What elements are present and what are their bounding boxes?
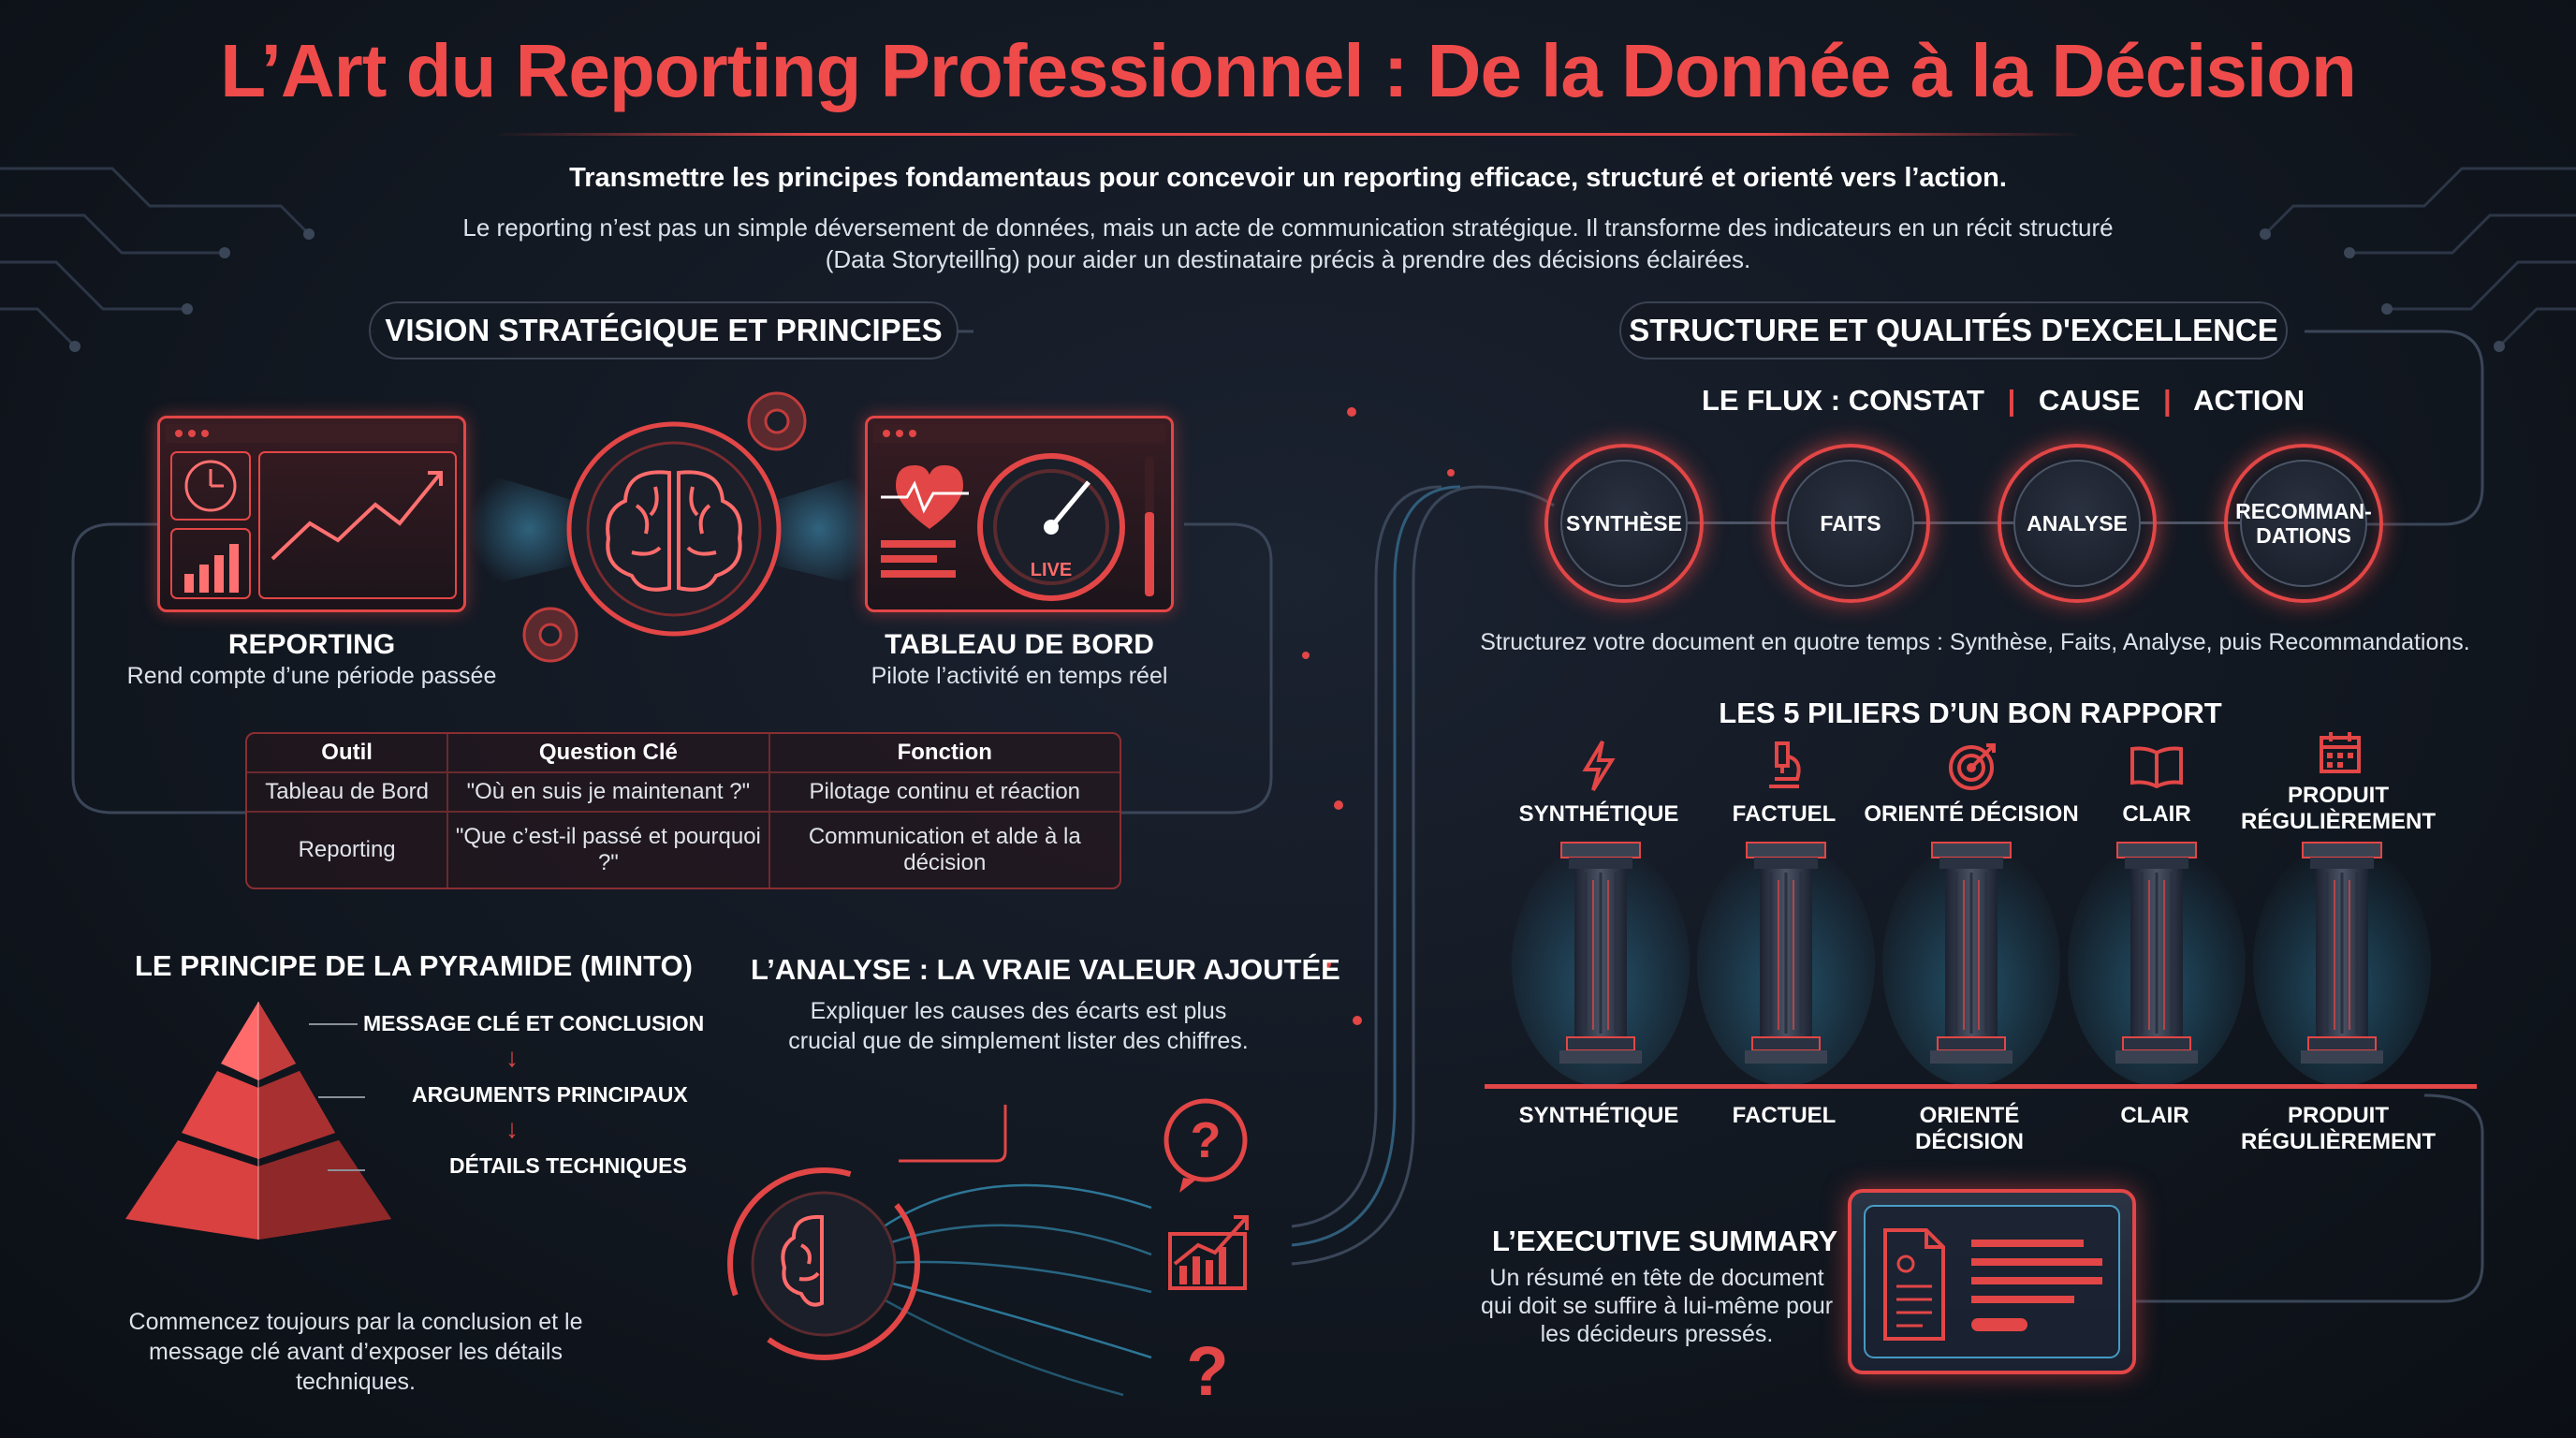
flux-label: LE FLUX : CONSTAT — [1702, 384, 1984, 417]
table-row: Reporting "Que c’est-il passé et pourquo… — [247, 812, 1120, 888]
dashboard-gauge-icon: LIVE — [873, 424, 1165, 601]
lightning-icon — [1582, 740, 1616, 792]
pillar-top-label: FACTUEL — [1732, 801, 1837, 827]
table-cell: "Où en suis je maintenant ?" — [447, 772, 770, 814]
pyramid-connectors — [309, 1023, 365, 1171]
dashboard-desc: Pilote l’activité en temps réel — [871, 663, 1168, 689]
arrow-down-icon: ↓ — [505, 1114, 519, 1143]
reporting-panel — [157, 416, 466, 612]
table-header-cell: Question Clé — [447, 734, 770, 773]
svg-text:?: ? — [1191, 1112, 1222, 1168]
section-title-right-text: STRUCTURE ET QUALITÉS D'EXCELLENCE — [1629, 313, 2278, 347]
analysis-text: Expliquer les causes des écarts est plus… — [788, 998, 1249, 1054]
table-cell: Pilotage continu et réaction — [768, 772, 1120, 814]
table-cell: Tableau de Bord — [247, 772, 449, 814]
executive-summary-card — [1848, 1189, 2136, 1374]
flux-cause: CAUSE — [2038, 384, 2141, 417]
pillar-bottom-label: CLAIR — [2120, 1103, 2189, 1128]
flow-step-label: ANALYSE — [2013, 460, 2141, 587]
page-title: L’Art du Reporting Professionnel : De la… — [220, 29, 2357, 112]
pyramid-text: Commencez toujours par la conclusion et … — [128, 1309, 583, 1395]
intro-text: Le reporting n’est pas un simple déverse… — [462, 213, 2114, 273]
table-cell: Communication et alde à la décision — [808, 824, 1081, 876]
pillar-top-label: CLAIR — [2122, 801, 2191, 827]
flow-step-label: FAITS — [1787, 460, 1914, 587]
microscope-icon — [1769, 741, 1801, 788]
flux-separator: | — [2007, 384, 2016, 417]
arrow-down-icon: ↓ — [505, 1043, 519, 1072]
analysis-illustration: ? ? — [727, 1098, 1249, 1410]
flux-action: ACTION — [2193, 384, 2305, 417]
pillar-top-label: SYNTHÉTIQUE — [1518, 801, 1679, 827]
flux-heading: LE FLUX : CONSTAT | CAUSE | ACTION — [1702, 384, 2305, 418]
pillar-bottom-label: PRODUIT RÉGULIÈREMENT — [2240, 1103, 2436, 1154]
dashboard-panel: LIVE — [865, 416, 1174, 612]
comparison-table: Outil Question Clé Fonction Tableau de B… — [245, 732, 1121, 889]
book-icon — [2130, 746, 2183, 788]
reporting-title: REPORTING — [227, 629, 396, 660]
pyramid-icon — [125, 1002, 391, 1240]
pillar-top-label: PRODUIT RÉGULIÈREMENT — [2240, 783, 2436, 834]
pillars-title: LES 5 PILIERS D’UN BON RAPPORT — [1719, 697, 2222, 729]
flow-step-recommandations: RECOMMAN- DATIONS — [2224, 444, 2383, 603]
live-label: LIVE — [1031, 560, 1072, 580]
pillar-bottom-label: ORIENTÉ DÉCISION — [1914, 1103, 2024, 1154]
flow-step-label: RECOMMAN- DATIONS — [2235, 460, 2372, 587]
flow-step-label: SYNTHÈSE — [1560, 460, 1688, 587]
pillars-illustration — [1485, 841, 2477, 1089]
table-cell: Reporting — [247, 812, 449, 888]
pillar-top-label: ORIENTÉ DÉCISION — [1864, 801, 2079, 827]
title-divider — [492, 133, 2084, 136]
pillar-bottom-label: SYNTHÉTIQUE — [1518, 1103, 1679, 1128]
calendar-icon — [2320, 732, 2361, 773]
reporting-desc: Rend compte d’une période passée — [126, 663, 497, 689]
pyramid-title: LE PRINCIPE DE LA PYRAMIDE (MINTO) — [135, 949, 693, 982]
target-icon — [1949, 743, 1996, 790]
brain-icon — [468, 391, 880, 663]
table-header-cell: Fonction — [768, 734, 1120, 773]
pillar-bottom-label: FACTUEL — [1732, 1103, 1837, 1128]
executive-title: L’EXECUTIVE SUMMARY — [1492, 1225, 1838, 1257]
section-title-right: STRUCTURE ET QUALITÉS D'EXCELLENCE — [1619, 301, 2288, 360]
document-icon — [1864, 1205, 2120, 1358]
brain-icon-small — [781, 1214, 824, 1307]
table-header-cell: Outil — [247, 734, 449, 773]
table-row: Tableau de Bord "Où en suis je maintenan… — [247, 772, 1120, 814]
flow-step-faits: FAITS — [1771, 444, 1930, 603]
executive-text: Un résumé en tête de document qui doit s… — [1480, 1265, 1834, 1347]
gear-icon-top — [747, 391, 807, 451]
comparison-table-grid: Outil Question Clé Fonction Tableau de B… — [247, 734, 1120, 888]
flow-step-analyse: ANALYSE — [1998, 444, 2157, 603]
flow-connector — [1610, 521, 2303, 524]
chart-growth-icon — [1168, 1215, 1249, 1290]
page-subtitle: Transmettre les principes fondamentaus p… — [569, 163, 2007, 193]
gear-icon-bottom — [522, 607, 578, 663]
question-icon-bottom: ? — [1186, 1332, 1228, 1410]
flow-step-synthese: SYNTHÈSE — [1544, 444, 1704, 603]
pyramid-level-3: DÉTAILS TECHNIQUES — [449, 1153, 687, 1178]
section-title-left-text: VISION STRATÉGIQUE ET PRINCIPES — [385, 313, 943, 347]
section-title-left: VISION STRATÉGIQUE ET PRINCIPES — [369, 301, 959, 360]
flux-separator: | — [2163, 384, 2172, 417]
table-cell: "Que c’est-il passé et pourquoi ?" — [447, 812, 770, 888]
table-header-row: Outil Question Clé Fonction — [247, 734, 1120, 773]
pyramid-level-2: ARGUMENTS PRINCIPAUX — [412, 1082, 688, 1107]
question-icon-top: ? — [1164, 1098, 1248, 1193]
steps-text: Structurez votre document en quotre temp… — [1480, 629, 2470, 655]
analysis-title: L’ANALYSE : LA VRAIE VALEUR AJOUTÉE — [751, 953, 1340, 986]
pyramid-level-1: MESSAGE CLÉ ET CONCLUSION — [363, 1011, 705, 1035]
svg-text:?: ? — [1186, 1332, 1228, 1410]
dashboard-title: TABLEAU DE BORD — [885, 629, 1154, 660]
reporting-dashboard-icon — [166, 424, 458, 599]
